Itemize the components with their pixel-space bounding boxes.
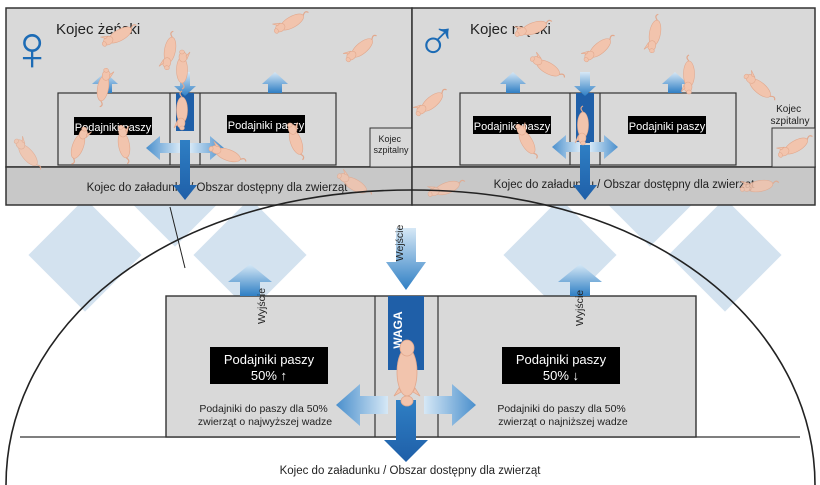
feeder-right-desc-line: Podajniki do paszy dla 50% [497, 403, 625, 415]
watermark-tile [28, 198, 142, 312]
feeder-right-description: Podajniki do paszy dla 50% zwierząt o na… [497, 403, 628, 428]
male-hospital-line: szpitalny [771, 116, 810, 127]
feeder-left-description: Podajniki do paszy dla 50% zwierząt o na… [198, 403, 332, 428]
entrance-label: Wejście [394, 225, 406, 262]
male-exit-arrow [500, 72, 526, 93]
female-feeder-label-bg [74, 117, 152, 135]
detail-view: WAGA Wejście Wyjście Wyjście Podajniki p… [165, 225, 697, 477]
female-right-arrow [190, 136, 224, 160]
feeder-left-title: Podajniki paszy [224, 352, 315, 367]
male-left-arrow [552, 135, 580, 159]
female-pen-panel: ♀ Kojec żeński Podajniki paszy Podajniki… [5, 7, 413, 206]
zoom-connector [169, 206, 186, 269]
female-symbol-icon: ♀ [8, 12, 56, 84]
entrance-arrow [386, 228, 426, 290]
feeder-right-box [502, 347, 620, 384]
female-down-arrow [173, 140, 197, 200]
female-feeder-left-label: Podajniki paszy [75, 122, 152, 134]
male-feeder-label-bg [473, 116, 551, 134]
male-exit-arrow [662, 72, 688, 93]
male-feeder-right-label: Podajniki paszy [629, 121, 706, 133]
male-entrance-arrow [574, 72, 596, 96]
male-spread-arrows [552, 135, 618, 200]
male-hospital-label: Kojec szpitalny [771, 104, 810, 127]
zoom-outline [5, 189, 816, 485]
feeder-left-percent: 50% ↑ [251, 368, 287, 383]
female-left-arrow [146, 136, 180, 160]
female-feeder-label-bg [227, 115, 305, 133]
female-hospital-line: Kojec [378, 134, 401, 144]
feeder-right-percent: 50% ↓ [543, 368, 579, 383]
male-symbol-icon: ♂ [416, 9, 458, 72]
feeder-left-desc-line: Podajniki do paszy dla 50% [199, 403, 327, 415]
female-feeder-right-label: Podajniki paszy [228, 120, 305, 132]
exit-left-arrow [228, 264, 272, 296]
detail-left-arrow [336, 384, 388, 426]
detail-right-arrow [424, 384, 476, 426]
female-exit-arrow [262, 72, 288, 93]
female-hospital-pen [369, 127, 413, 168]
detail-loading-label: Kojec do załadunku / Obszar dostępny dla… [280, 465, 542, 477]
feeder-left-box [210, 347, 328, 384]
exit-right-arrow [558, 264, 602, 296]
male-feeder-left-label: Podajniki paszy [474, 121, 551, 133]
male-pen-panel: ♂ Kojec męski Podajniki paszy Podajniki … [411, 7, 816, 206]
female-entrance-arrow [174, 72, 196, 96]
exit-left-label: Wyjście [256, 288, 268, 324]
female-hospital-line: szpitalny [373, 145, 409, 155]
male-loading-label: Kojec do załadunku / Obszar dostępny dla… [494, 179, 756, 191]
watermark-tile [503, 198, 617, 312]
female-spread-arrows [146, 136, 224, 200]
watermark-tile [193, 198, 307, 312]
male-hospital-line: Kojec [776, 104, 801, 115]
feeder-right-desc-line: zwierząt o najniższej wadze [498, 416, 628, 428]
scale-label: WAGA [391, 311, 405, 349]
female-loading-label: Kojec do załadunku / Obszar dostępny dla… [87, 182, 349, 194]
pig-on-scale-icon [393, 339, 421, 407]
detail-down-arrow [384, 400, 428, 462]
male-feeder-label-bg [628, 116, 706, 134]
feeder-left-desc-line: zwierząt o najwyższej wadze [198, 416, 332, 428]
exit-right-label: Wyjście [574, 290, 586, 326]
feeder-right-title: Podajniki paszy [516, 352, 607, 367]
female-hospital-label: Kojec szpitalny [373, 134, 409, 155]
male-down-arrow [573, 145, 597, 200]
male-right-arrow [590, 135, 618, 159]
